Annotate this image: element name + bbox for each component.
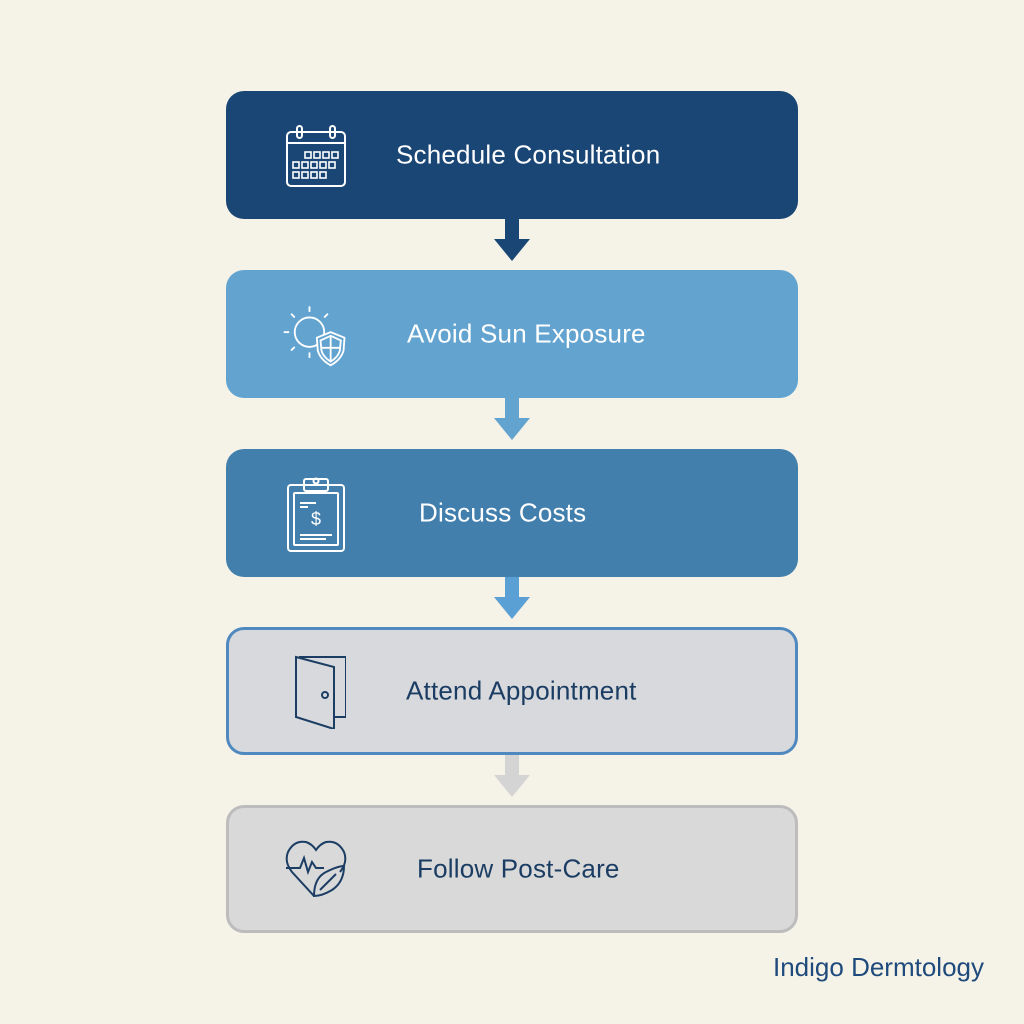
brand-name: Indigo Dermtology: [773, 952, 984, 982]
heart-pulse-leaf-icon: [283, 834, 353, 904]
step-follow-post-care: Follow Post-Care: [226, 805, 798, 933]
door-icon: [283, 655, 353, 729]
sun-shield-icon: [280, 299, 350, 369]
clipboard-dollar-icon: $: [280, 477, 350, 552]
step-label: Follow Post-Care: [417, 853, 620, 884]
step-schedule-consultation: Schedule Consultation: [226, 91, 798, 219]
step-attend-appointment: Attend Appointment: [226, 627, 798, 755]
arrow-down-icon: [494, 755, 530, 797]
arrow-down-icon: [494, 219, 530, 261]
step-label: Attend Appointment: [406, 675, 637, 706]
step-label: Discuss Costs: [419, 497, 587, 528]
step-discuss-costs: $ Discuss Costs: [226, 449, 798, 577]
svg-text:$: $: [311, 509, 321, 529]
step-avoid-sun-exposure: Avoid Sun Exposure: [226, 270, 798, 398]
step-label: Schedule Consultation: [396, 139, 661, 170]
arrow-down-icon: [494, 398, 530, 440]
arrow-down-icon: [494, 577, 530, 619]
calendar-icon: [280, 120, 350, 190]
step-label: Avoid Sun Exposure: [407, 318, 646, 349]
